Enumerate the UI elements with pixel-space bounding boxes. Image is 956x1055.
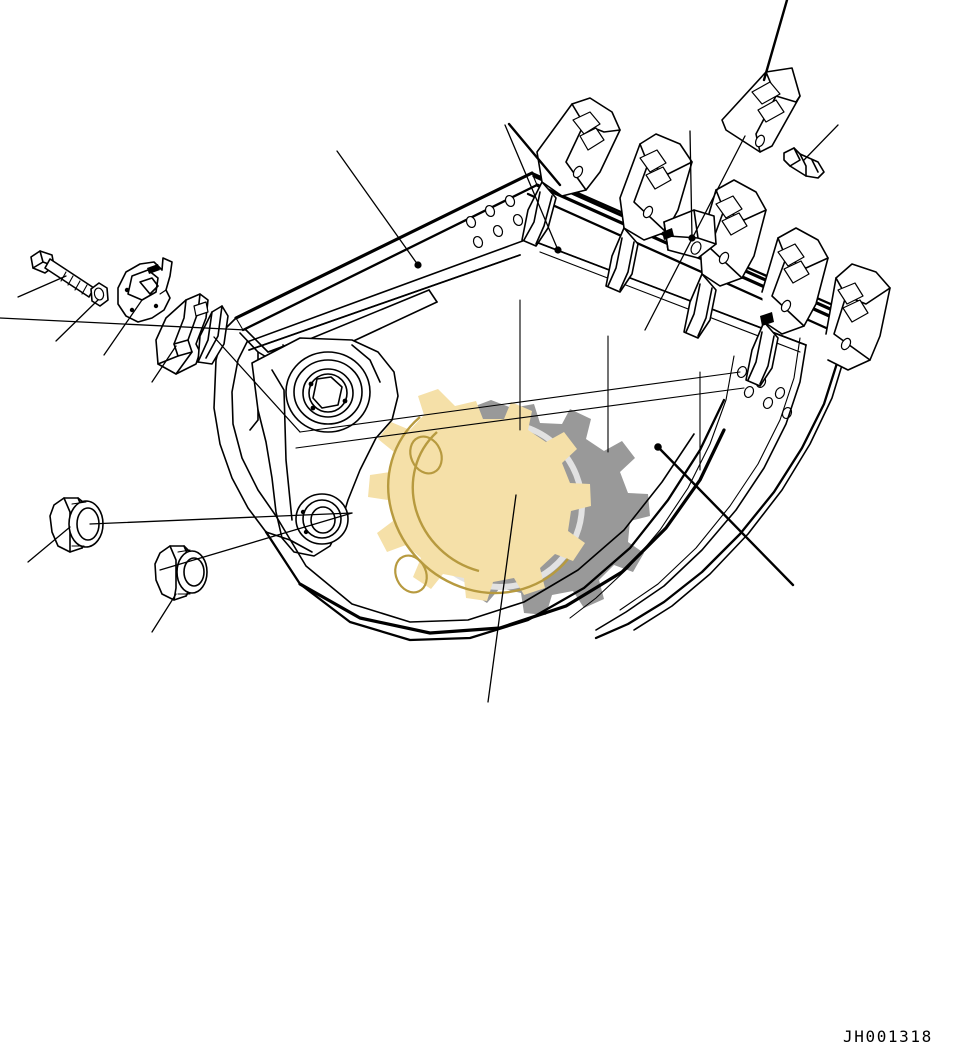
watermark-gear-yellow [368,389,591,601]
side-cutter-plate [721,67,801,153]
leader-washer [55,299,99,342]
leader-dot-tooth-1 [554,246,562,254]
side-cutter-bracket [117,257,173,323]
pin-boss-lower [295,493,349,545]
leader-top-edge [762,0,789,82]
bucket-side-bracket [251,337,399,557]
leader-lines [0,0,839,703]
leader-bracket [103,299,143,356]
bucket-tooth-1 [521,97,621,247]
wear-plate [155,293,209,375]
leader-bushing-large [27,526,71,563]
washer [90,282,109,307]
leader-bushing-to-boss-1 [89,512,353,525]
bucket-tooth-2 [605,133,693,293]
leader-retaining-pin [803,124,839,161]
leader-bucket-bottom-edge [487,494,517,703]
leader-dot-bucket-side-wall [654,443,662,451]
bushing-small [154,545,208,601]
leader-wear-plate-inner [213,336,301,433]
leader-tooth-1 [504,124,559,251]
bucket-tooth-4 [745,227,829,387]
leader-bucket-rim [0,317,247,331]
leader-dot-bucket-body [414,261,422,269]
leader-bushing-to-boss-2 [159,512,353,571]
retaining-pin [783,147,825,179]
leader-bucket-side-wall [656,445,795,587]
leader-wear-plate [151,345,177,383]
mounting-bolt [30,250,95,298]
bucket-tooth-5 [825,263,891,371]
bucket-tooth-3 [683,179,767,339]
pin-boss-upper [285,351,371,433]
leader-bushing-small [151,593,177,633]
drawing-number: JH001318 [843,1027,933,1046]
wear-plate-inner [197,305,229,365]
leader-bucket-body [336,150,419,266]
rivet-holes-upper-wall [465,194,524,249]
leader-side-cutter-plate [644,135,746,331]
leader-bolt [17,275,67,298]
tooth-adapter [662,209,717,259]
bushing-large [49,497,104,553]
leader-tooth-adapter [689,130,693,239]
leader-cutting-edge [507,122,562,187]
